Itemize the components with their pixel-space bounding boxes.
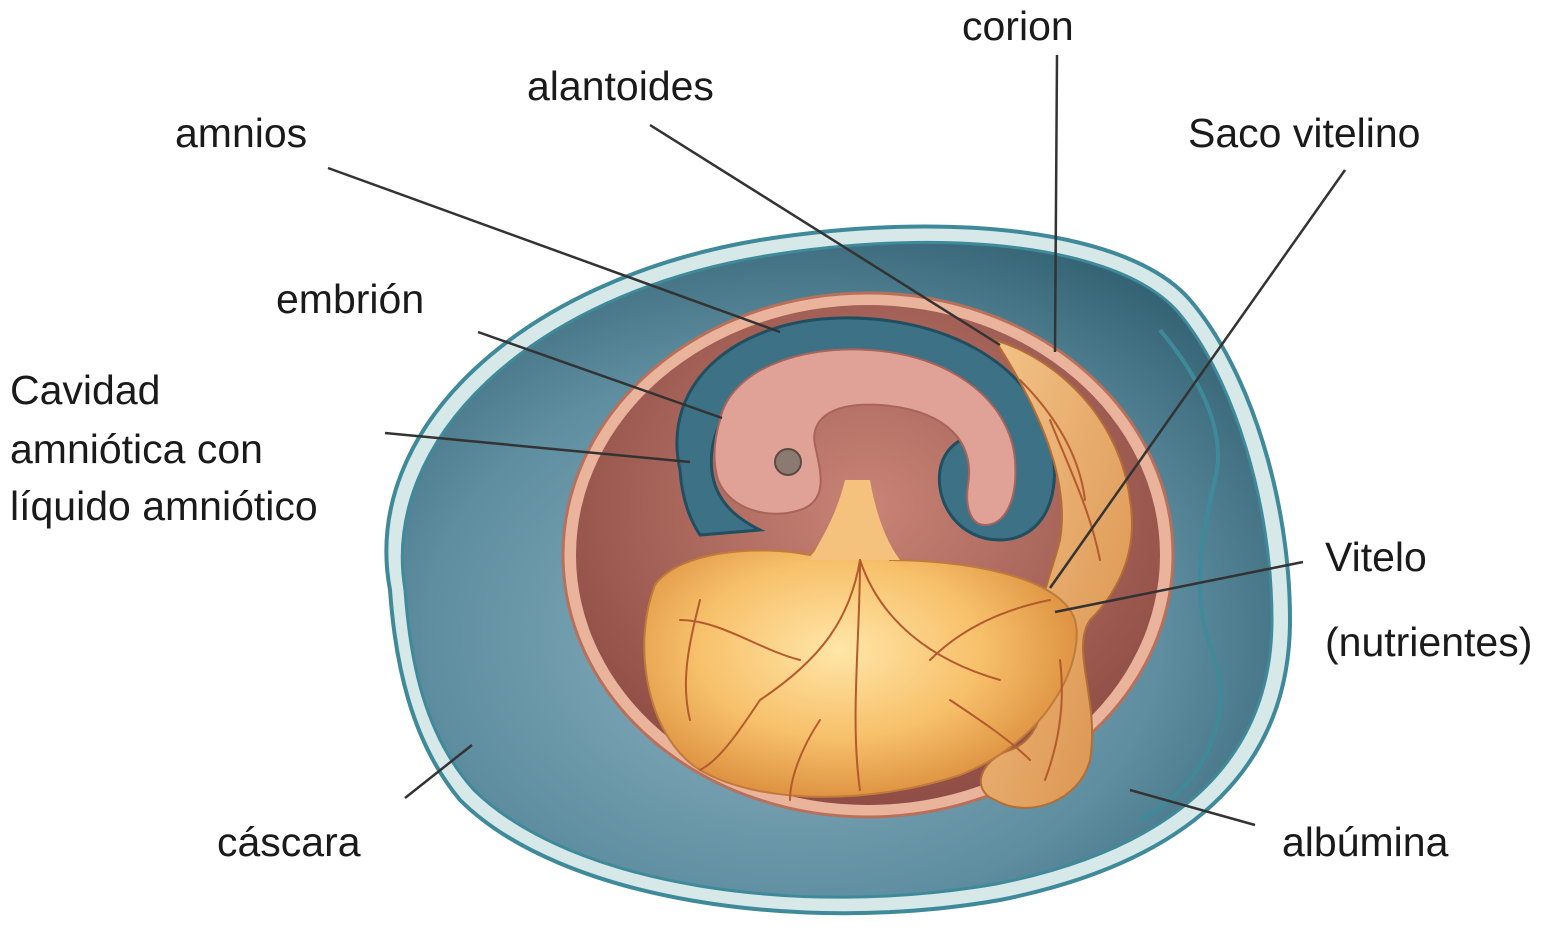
label-alantoides: alantoides bbox=[527, 66, 714, 107]
label-embrion: embrión bbox=[276, 279, 424, 320]
label-cavidad-line3: líquido amniótico bbox=[10, 486, 318, 527]
label-albumina: albúmina bbox=[1282, 822, 1448, 863]
label-amnios: amnios bbox=[175, 113, 307, 154]
label-saco-vitelino: Saco vitelino bbox=[1188, 113, 1420, 154]
label-cavidad-line1: Cavidad bbox=[10, 370, 160, 411]
label-corion: corion bbox=[962, 6, 1074, 47]
label-cavidad-line2: amniótica con bbox=[10, 429, 263, 470]
label-cascara: cáscara bbox=[217, 822, 361, 863]
label-nutrientes: (nutrientes) bbox=[1325, 622, 1532, 663]
label-vitelo: Vitelo bbox=[1325, 537, 1427, 578]
